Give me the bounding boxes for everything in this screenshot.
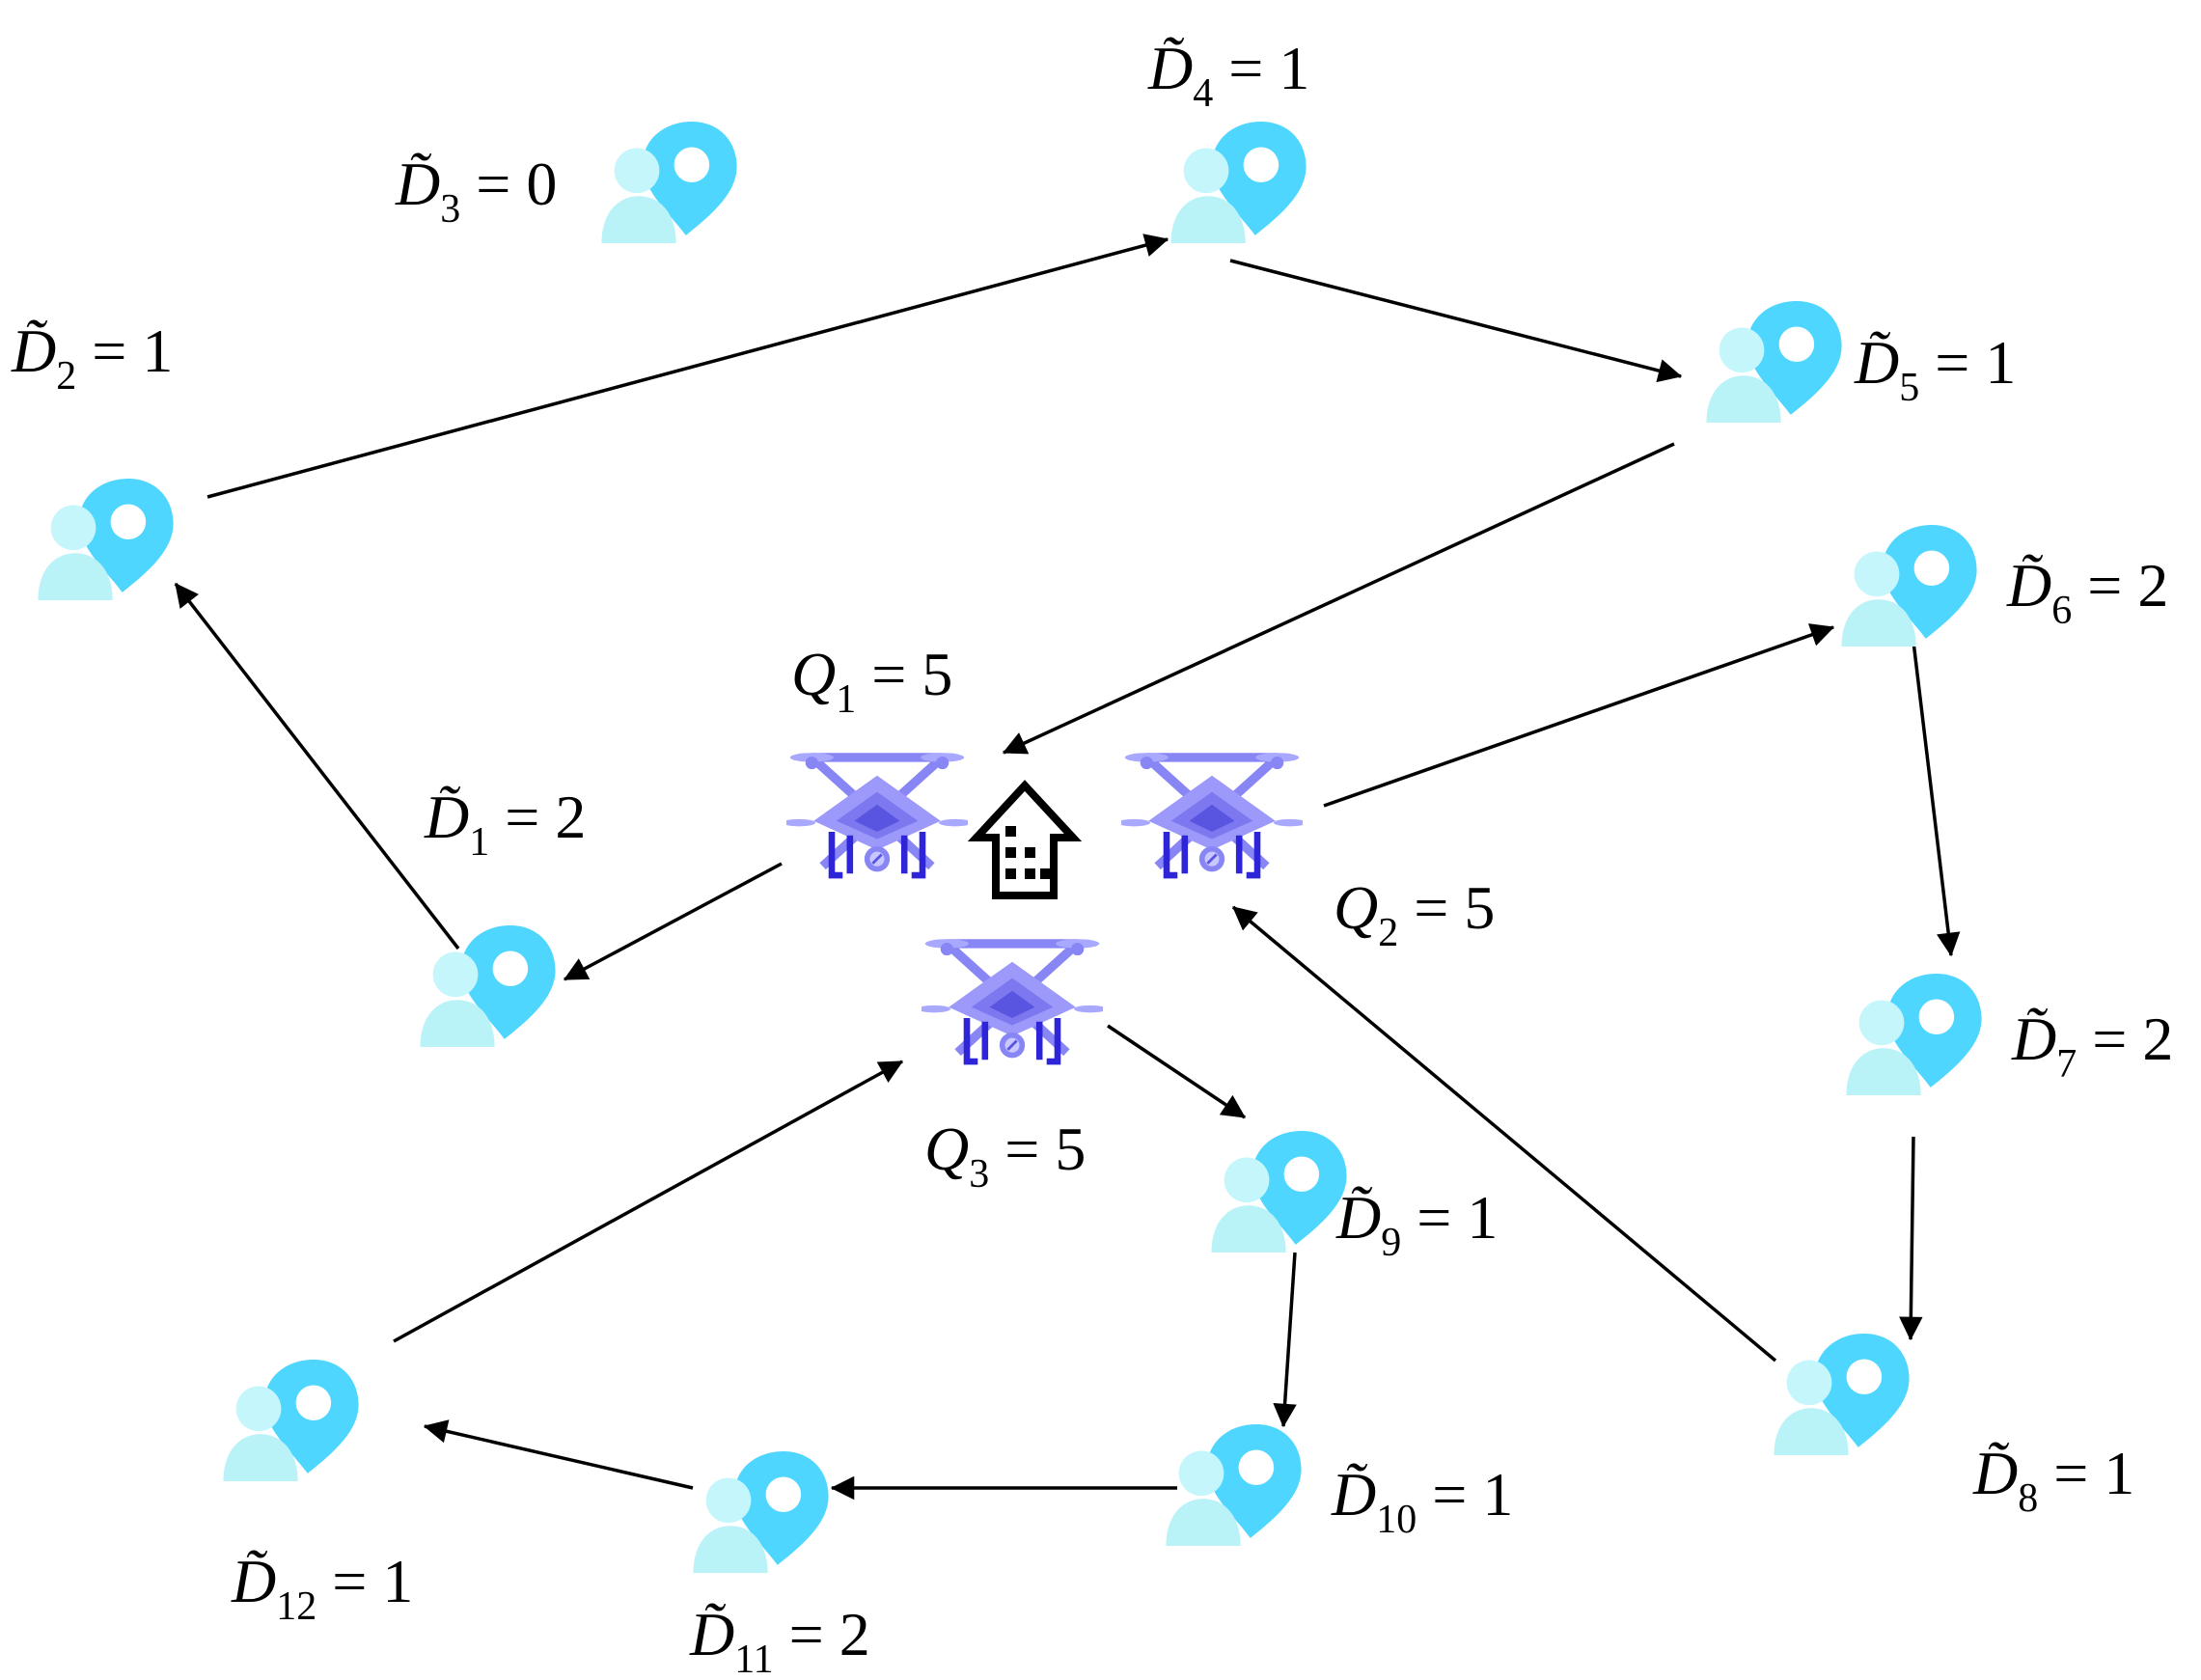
route-edges bbox=[174, 234, 1961, 1501]
route-arrow bbox=[206, 234, 1169, 499]
depot-house-icon bbox=[967, 780, 1083, 899]
label-D12: D̃12 = 1 bbox=[231, 1547, 413, 1629]
node-labels: D̃1 = 2 D̃2 = 1 D̃3 = 0 D̃4 = 1 D̃5 = 1 … bbox=[11, 34, 2173, 1680]
label-D1: D̃1 = 2 bbox=[424, 783, 586, 865]
label-D2: D̃2 = 1 bbox=[11, 317, 173, 399]
label-D10: D̃10 = 1 bbox=[1331, 1460, 1513, 1542]
route-arrow bbox=[1107, 1024, 1247, 1119]
quadcopter-drone-icon bbox=[783, 753, 972, 875]
label-Q1: Q1 = 5 bbox=[791, 640, 952, 722]
user-location-pin-icon bbox=[601, 122, 737, 243]
route-arrow bbox=[423, 1419, 694, 1490]
route-arrow bbox=[1002, 442, 1675, 755]
quadcopter-drone-icon bbox=[918, 939, 1107, 1061]
user-location-pin-icon bbox=[38, 479, 174, 600]
user-location-pin-icon bbox=[1846, 974, 1982, 1095]
label-D4: D̃4 = 1 bbox=[1147, 34, 1309, 116]
route-arrow bbox=[393, 1060, 904, 1343]
route-arrow bbox=[563, 862, 783, 981]
label-D11: D̃11 = 2 bbox=[689, 1600, 870, 1680]
label-D8: D̃8 = 1 bbox=[1972, 1439, 2134, 1521]
user-location-pin-icon bbox=[223, 1360, 359, 1481]
quadcopter-drone-icon bbox=[1117, 753, 1307, 875]
label-D3: D̃3 = 0 bbox=[395, 150, 557, 232]
route-arrow bbox=[1229, 259, 1683, 383]
label-D5: D̃5 = 1 bbox=[1854, 328, 2016, 410]
label-Q2: Q2 = 5 bbox=[1334, 873, 1495, 955]
label-D9: D̃9 = 1 bbox=[1335, 1183, 1498, 1265]
user-location-pin-icon bbox=[1166, 1424, 1302, 1546]
user-location-pin-icon bbox=[1170, 122, 1307, 243]
route-arrow bbox=[1899, 1136, 1923, 1341]
route-nodes bbox=[38, 122, 1982, 1573]
route-arrow bbox=[174, 582, 460, 950]
user-location-pin-icon bbox=[1774, 1334, 1910, 1455]
route-arrow bbox=[1323, 623, 1835, 808]
route-arrow bbox=[1912, 641, 1961, 957]
user-location-pin-icon bbox=[420, 925, 556, 1047]
user-location-pin-icon bbox=[1706, 301, 1842, 423]
label-D6: D̃6 = 2 bbox=[2006, 551, 2168, 633]
user-location-pin-icon bbox=[1841, 525, 1977, 647]
route-arrow bbox=[1231, 905, 1777, 1363]
user-location-pin-icon bbox=[1211, 1131, 1347, 1253]
route-arrow bbox=[1273, 1252, 1297, 1428]
label-Q3: Q3 = 5 bbox=[924, 1115, 1086, 1197]
label-D7: D̃7 = 2 bbox=[2011, 1005, 2173, 1087]
user-location-pin-icon bbox=[693, 1451, 829, 1573]
